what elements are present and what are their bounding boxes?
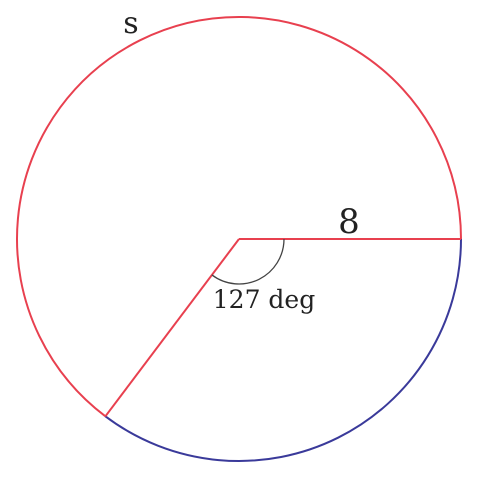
major-arc-s	[16, 16, 462, 418]
radius-slanted	[104, 238, 240, 417]
angle-label: 127 deg	[213, 285, 315, 314]
minor-arc	[104, 238, 462, 462]
angle-marker-arc	[211, 238, 285, 285]
radius-label: 8	[338, 202, 360, 242]
arc-label-s: s	[123, 6, 138, 41]
